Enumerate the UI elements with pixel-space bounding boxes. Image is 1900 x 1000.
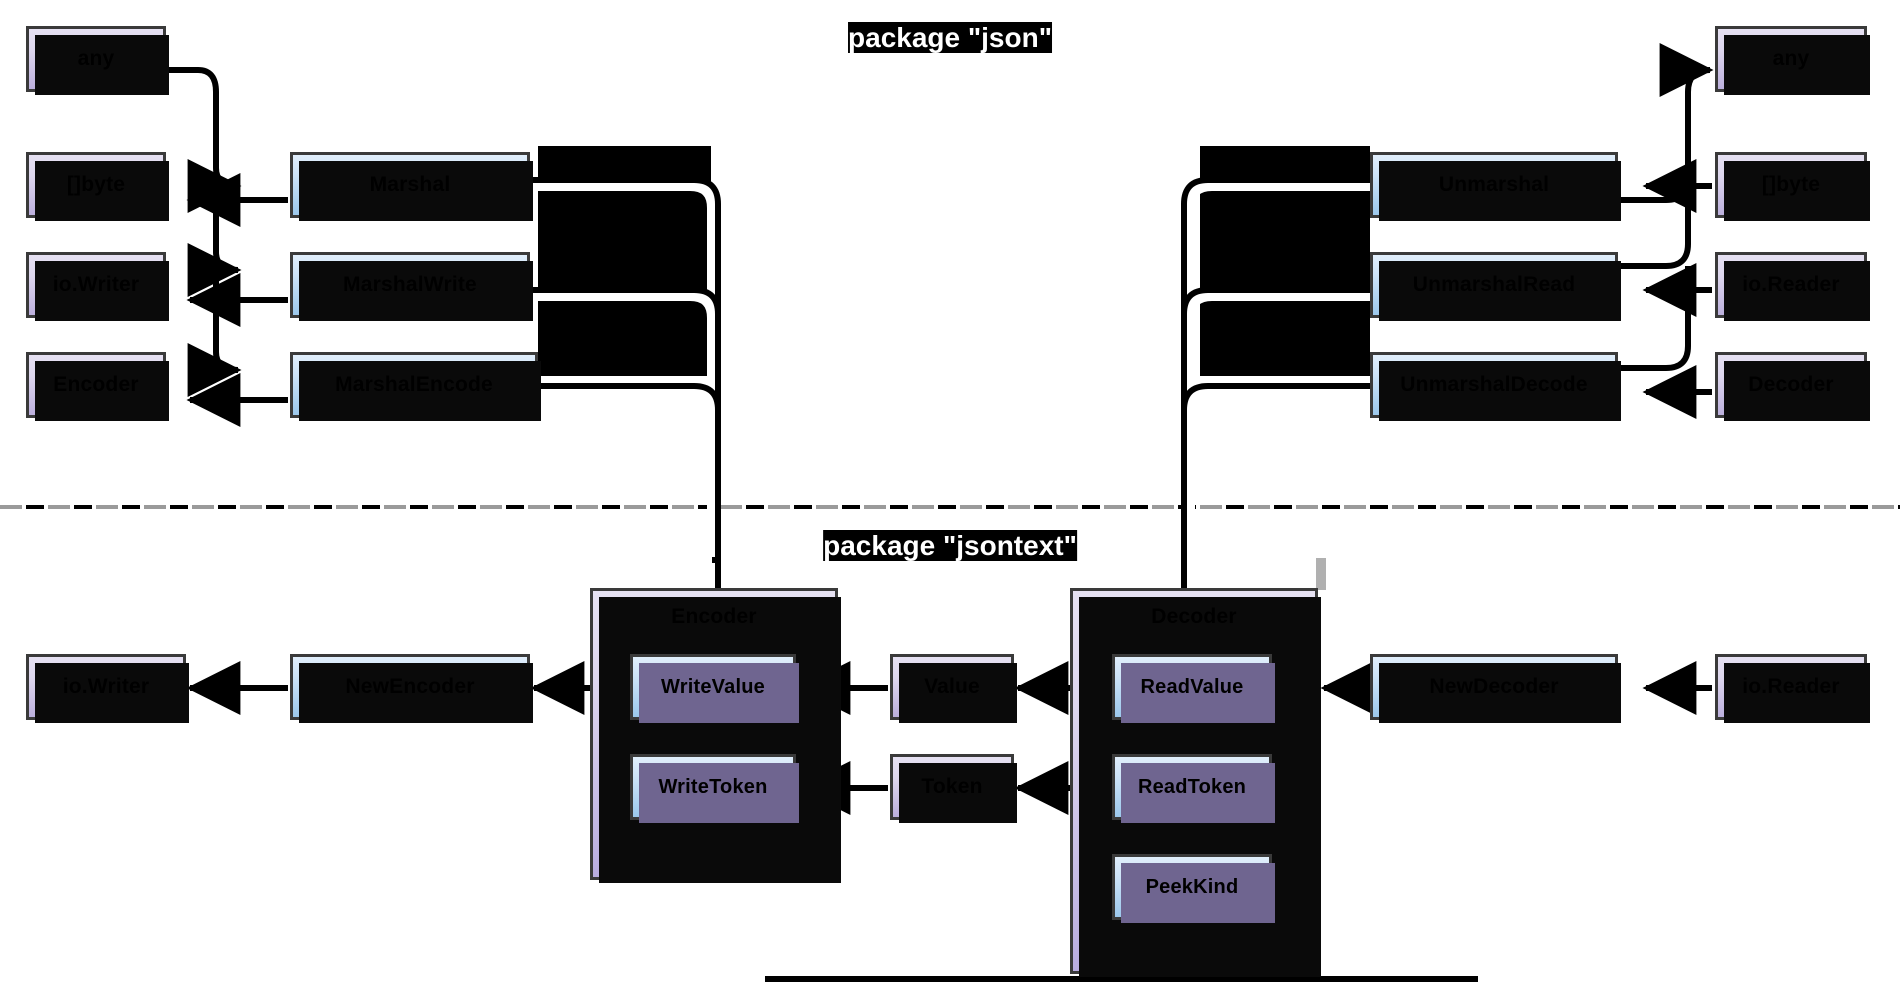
node-label: io.Writer [62,675,150,698]
node-label: MarshalWrite [343,273,477,296]
node-iowriter-left[interactable]: io.Writer [26,252,169,321]
node-label: NewDecoder [1429,675,1559,698]
node-any-right[interactable]: any [1715,26,1870,95]
node-label: PeekKind [1145,875,1239,898]
node-unmarshalread[interactable]: UnmarshalRead [1370,252,1621,321]
group-encoder[interactable]: Encoder [590,588,841,883]
package-divider [0,505,1900,509]
node-label: io.Writer [52,273,140,296]
node-label: WriteToken [658,775,768,798]
node-label: Decoder [1748,373,1834,396]
node-marshalencode[interactable]: MarshalEncode [290,352,541,421]
node-label: io.Reader [1742,273,1840,296]
node-token[interactable]: Token [890,754,1017,823]
jsontext-baseline [765,976,1478,982]
group-encoder-label: Encoder [671,605,757,628]
node-value[interactable]: Value [890,654,1017,723]
node-bytes-left[interactable]: []byte [26,152,169,221]
node-decoder-type-right[interactable]: Decoder [1715,352,1870,421]
package-title-jsontext: package "jsontext" [823,530,1077,562]
node-ioreader-bottom[interactable]: io.Reader [1715,654,1870,723]
node-label: WriteValue [661,675,765,698]
node-bytes-right[interactable]: []byte [1715,152,1870,221]
node-writevalue[interactable]: WriteValue [630,654,799,723]
package-title-jsontext-text: package "jsontext" [823,530,1077,561]
node-encoder-type-left[interactable]: Encoder [26,352,169,421]
package-title-json-text: package "json" [848,22,1052,53]
node-label: ReadValue [1140,675,1244,698]
node-label: []byte [66,173,126,196]
node-unmarshal[interactable]: Unmarshal [1370,152,1621,221]
node-marshal[interactable]: Marshal [290,152,533,221]
node-readtoken[interactable]: ReadToken [1112,754,1275,823]
node-label: Unmarshal [1438,173,1550,196]
node-label: NewEncoder [345,675,475,698]
node-marshalwrite[interactable]: MarshalWrite [290,252,533,321]
node-label: Encoder [53,373,139,396]
node-label: Marshal [369,173,451,196]
node-label: Token [921,775,983,798]
node-newdecoder[interactable]: NewDecoder [1370,654,1621,723]
node-any-left[interactable]: any [26,26,169,95]
node-writetoken[interactable]: WriteToken [630,754,799,823]
node-unmarshaldecode[interactable]: UnmarshalDecode [1370,352,1621,421]
node-label: []byte [1761,173,1821,196]
node-label: UnmarshalDecode [1400,373,1588,396]
node-readvalue[interactable]: ReadValue [1112,654,1275,723]
node-ioreader-right[interactable]: io.Reader [1715,252,1870,321]
decoder-top-stub [1316,558,1326,590]
node-label: Value [924,675,980,698]
node-label: UnmarshalRead [1412,273,1576,296]
node-label: MarshalEncode [335,373,493,396]
node-label: any [1772,47,1810,70]
node-label: ReadToken [1137,775,1247,798]
package-title-json: package "json" [848,22,1052,54]
node-newencoder[interactable]: NewEncoder [290,654,533,723]
node-label: any [77,47,115,70]
node-label: io.Reader [1742,675,1840,698]
node-peekkind[interactable]: PeekKind [1112,854,1275,923]
group-decoder-label: Decoder [1151,605,1237,628]
node-iowriter-bottom[interactable]: io.Writer [26,654,189,723]
